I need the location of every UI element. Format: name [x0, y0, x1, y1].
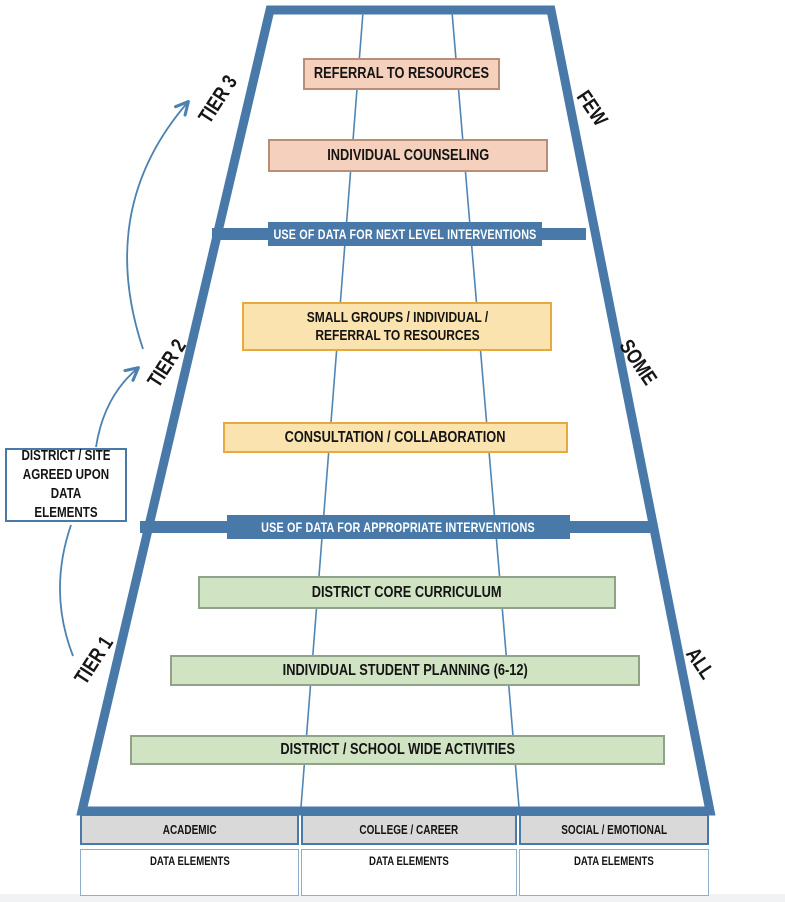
banner-next-level-box: [268, 222, 542, 246]
small-groups-line1: SMALL GROUPS / INDIVIDUAL /: [306, 308, 488, 326]
domain-header-academic: ACADEMIC: [80, 814, 299, 845]
annotation-line3: DATA ELEMENTS: [34, 486, 98, 521]
data-elements-cell-academic-label: DATA ELEMENTS: [149, 854, 230, 868]
consultation-collaboration-box: CONSULTATION / COLLABORATION: [223, 422, 568, 453]
data-elements-annotation-box: DISTRICT / SITE AGREED UPON DATA ELEMENTS: [5, 448, 127, 522]
tier3-label: TIER 3: [195, 71, 243, 127]
small-groups-line2: REFERRAL TO RESOURCES: [314, 326, 480, 344]
arrow-to-tier3: [126, 100, 190, 350]
district-core-curriculum-box: DISTRICT CORE CURRICULUM: [198, 576, 616, 609]
small-groups-label: SMALL GROUPS / INDIVIDUAL /REFERRAL TO R…: [306, 309, 488, 344]
data-elements-cell-academic: DATA ELEMENTS: [80, 849, 299, 896]
small-groups-box: SMALL GROUPS / INDIVIDUAL /REFERRAL TO R…: [242, 302, 552, 351]
domain-header-college-career-label: COLLEGE / CAREER: [359, 822, 459, 837]
district-school-wide-activities-box: DISTRICT / SCHOOL WIDE ACTIVITIES: [130, 735, 665, 765]
page-bottom-strip: [0, 894, 785, 902]
data-elements-cell-college-career-label: DATA ELEMENTS: [369, 854, 449, 868]
domain-header-social-emotional-label: SOCIAL / EMOTIONAL: [561, 822, 667, 837]
data-elements-cell-social-emotional: DATA ELEMENTS: [519, 849, 709, 896]
individual-student-planning-box: INDIVIDUAL STUDENT PLANNING (6-12): [170, 655, 640, 686]
district-core-curriculum-label: DISTRICT CORE CURRICULUM: [312, 583, 502, 601]
domain-header-academic-label: ACADEMIC: [162, 822, 217, 837]
data-elements-annotation-text: DISTRICT / SITE AGREED UPON DATA ELEMENTS: [19, 447, 113, 522]
consultation-collaboration-label: CONSULTATION / COLLABORATION: [285, 428, 506, 446]
banner-appropriate-box: [227, 515, 570, 539]
domain-header-social-emotional: SOCIAL / EMOTIONAL: [519, 814, 709, 845]
individual-counseling-label: INDIVIDUAL COUNSELING: [327, 146, 489, 164]
referral-to-resources-box: REFERRAL TO RESOURCES: [303, 58, 500, 90]
funnel-outline: [76, 5, 716, 816]
arrow-to-tier2: [95, 366, 140, 448]
curve-to-tier1: [59, 524, 74, 657]
data-elements-cell-college-career: DATA ELEMENTS: [301, 849, 517, 896]
banner-appropriate-label: USE OF DATA FOR APPROPRIATE INTERVENTION…: [261, 520, 535, 535]
referral-to-resources-label: REFERRAL TO RESOURCES: [313, 65, 490, 82]
domain-header-college-career: COLLEGE / CAREER: [301, 814, 517, 845]
annotation-line1: DISTRICT / SITE: [21, 448, 111, 465]
annotation-line2: AGREED UPON: [22, 467, 110, 484]
data-elements-cell-social-emotional-label: DATA ELEMENTS: [574, 854, 654, 868]
individual-student-planning-label: INDIVIDUAL STUDENT PLANNING (6-12): [282, 661, 528, 679]
district-school-wide-activities-label: DISTRICT / SCHOOL WIDE ACTIVITIES: [280, 741, 515, 758]
banner-next-level-label: USE OF DATA FOR NEXT LEVEL INTERVENTIONS: [273, 227, 536, 242]
individual-counseling-box: INDIVIDUAL COUNSELING: [268, 139, 548, 172]
